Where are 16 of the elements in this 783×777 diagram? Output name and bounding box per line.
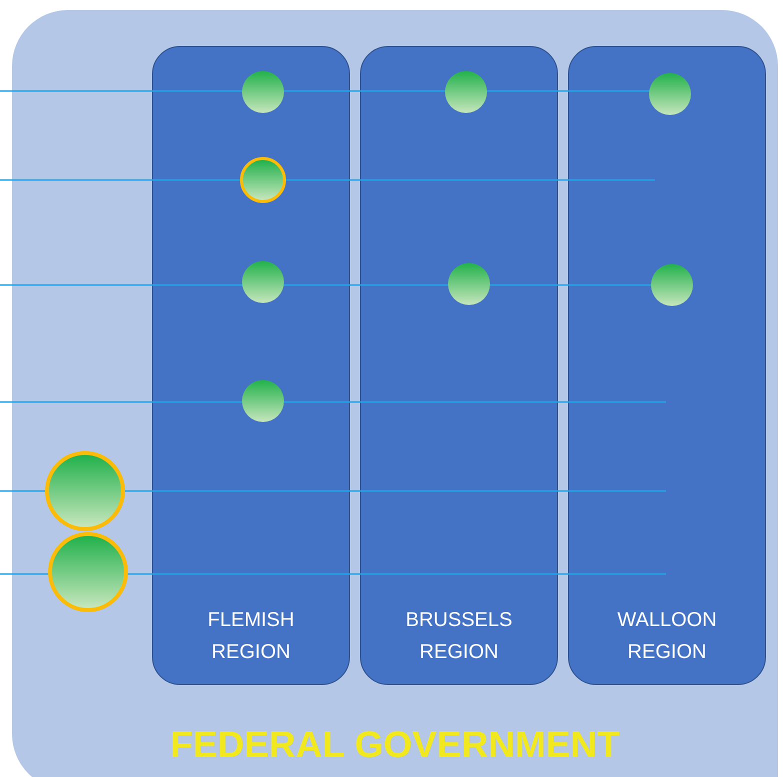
column-title: WALLOON REGION: [616, 608, 718, 665]
panel-title: FEDERAL GOVERNMENT: [169, 724, 621, 766]
column-title: FLEMISH REGION: [206, 608, 296, 665]
circle-marker: [242, 71, 284, 113]
circle-marker: [448, 263, 490, 305]
column-title: BRUSSELS REGION: [404, 608, 514, 665]
region-column: [360, 46, 558, 685]
circle-marker: [242, 380, 284, 422]
region-column: [152, 46, 350, 685]
circle-marker: [240, 157, 286, 203]
circle-marker: [242, 261, 284, 303]
circle-marker: [445, 71, 487, 113]
circle-marker: [649, 73, 691, 115]
government-panel: [12, 10, 778, 777]
circle-marker: [651, 264, 693, 306]
region-column: [568, 46, 766, 685]
